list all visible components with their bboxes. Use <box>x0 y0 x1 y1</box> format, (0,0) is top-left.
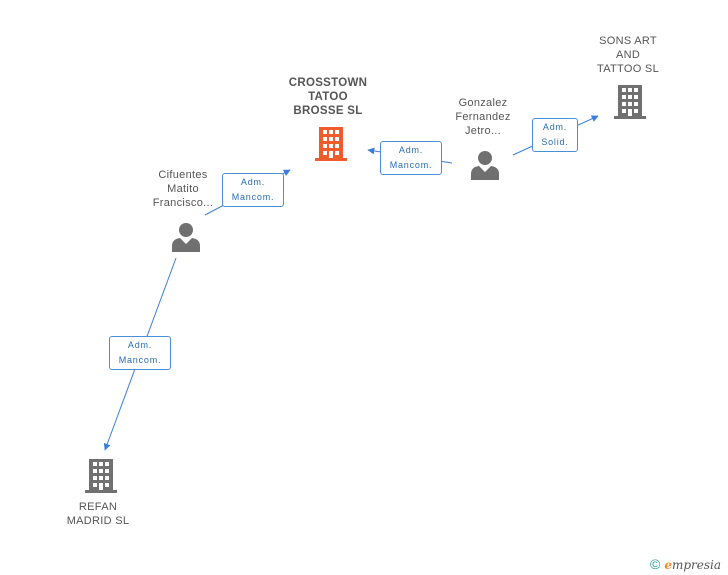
edge-label-gonzalez-sons-art[interactable]: Adm. Solid. <box>532 118 578 152</box>
edge-label-cifuentes-crosstown[interactable]: Adm. Mancom. <box>222 173 284 207</box>
edge-label-line: Mancom. <box>231 192 275 202</box>
label-line: SONS ART <box>599 35 657 47</box>
label-line: Gonzalez <box>458 97 508 109</box>
copyright-icon: © <box>650 556 661 572</box>
label-line: Cifuentes <box>158 169 208 181</box>
building-icon[interactable] <box>614 85 646 119</box>
company-label-refan[interactable]: REFAN MADRID SL <box>48 500 148 528</box>
edge-label-line: Adm. <box>127 340 153 350</box>
label-line: REFAN <box>78 501 118 513</box>
label-line: Fernandez <box>455 111 511 123</box>
label-line: AND <box>615 49 641 61</box>
person-label-gonzalez[interactable]: Gonzalez Fernandez Jetro... <box>433 96 533 138</box>
brand-logo: empresia <box>664 558 721 572</box>
company-label-crosstown[interactable]: CROSSTOWN TATOO BROSSE SL <box>278 76 378 118</box>
label-line: MADRID SL <box>66 515 130 527</box>
edge-label-gonzalez-crosstown[interactable]: Adm. Mancom. <box>380 141 442 175</box>
label-line: Francisco... <box>152 197 214 209</box>
brand-footer[interactable]: ©empresia <box>650 556 721 572</box>
edge-label-line: Solid. <box>541 137 569 147</box>
label-line: CROSSTOWN <box>288 77 368 89</box>
edge-label-line: Mancom. <box>389 160 433 170</box>
edge-label-line: Adm. <box>240 177 266 187</box>
brand-initial: e <box>664 558 672 572</box>
edge-label-line: Adm. <box>542 122 568 132</box>
edge-label-line: Adm. <box>398 145 424 155</box>
label-line: TATOO <box>308 91 348 103</box>
label-line: TATTOO SL <box>597 63 659 75</box>
building-icon[interactable] <box>85 459 117 493</box>
building-icon[interactable] <box>315 127 347 161</box>
brand-name: mpresia <box>671 558 722 572</box>
edge-label-cifuentes-refan[interactable]: Adm. Mancom. <box>109 336 171 370</box>
company-label-sons-art[interactable]: SONS ART AND TATTOO SL <box>578 34 678 76</box>
person-label-cifuentes[interactable]: Cifuentes Matito Francisco... <box>133 168 233 210</box>
label-line: Jetro... <box>464 125 502 137</box>
label-line: Matito <box>167 183 199 195</box>
edge-label-line: Mancom. <box>118 355 162 365</box>
label-line: BROSSE SL <box>293 105 363 117</box>
person-icon[interactable] <box>471 151 499 180</box>
person-icon[interactable] <box>172 223 200 252</box>
